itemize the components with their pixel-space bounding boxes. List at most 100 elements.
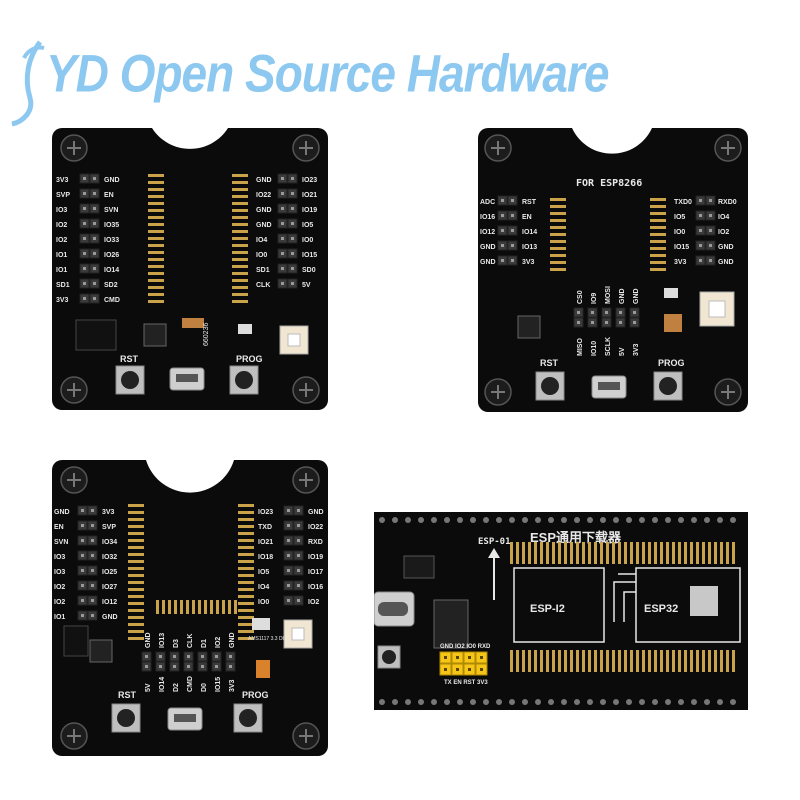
- header-pin-tip: [81, 569, 84, 572]
- header-pin-tip: [145, 665, 148, 668]
- usb-c-port[interactable]: [374, 591, 415, 627]
- pin-label: MISO: [577, 338, 584, 356]
- prog-button[interactable]: [229, 365, 259, 395]
- header-pin-tip: [81, 614, 84, 617]
- spring-pin: [600, 650, 603, 672]
- watermark-swirl-icon: [11, 40, 45, 127]
- esp12-label: ESP-I2: [530, 603, 565, 615]
- board-esp-universal-downloader: ESP-01 ESP通用下载器 GND IO2 IO0 RXD TX EN RS…: [374, 512, 748, 710]
- chip-code: 660236: [203, 323, 210, 346]
- header-pin-tip: [291, 177, 294, 180]
- pin-label: IO15: [215, 677, 222, 692]
- socket-pins-left: [550, 198, 566, 271]
- socket-pins-right: [650, 198, 666, 271]
- spring-pin: [732, 542, 735, 564]
- pin-label: GND: [718, 259, 734, 266]
- pin-hole: [444, 517, 450, 523]
- pin-hole: [730, 699, 736, 705]
- spring-pin: [720, 542, 723, 564]
- micro-usb-port[interactable]: [169, 367, 205, 391]
- header-pin-tip: [699, 259, 702, 262]
- reset-button[interactable]: [377, 645, 401, 669]
- pin-label: RXD: [308, 539, 323, 546]
- spring-pin: [648, 542, 651, 564]
- spring-pin: [708, 650, 711, 672]
- header-pin-tip: [91, 524, 94, 527]
- pin-label: IO2: [54, 584, 65, 591]
- rst-button[interactable]: [115, 365, 145, 395]
- pin-label: 3V3: [56, 297, 69, 304]
- pin-label: SCLK: [605, 337, 612, 356]
- spring-pin: [534, 650, 537, 672]
- header-pin-tip: [297, 584, 300, 587]
- yellow-header-hole: [468, 668, 471, 671]
- pin-hole: [470, 517, 476, 523]
- header-pin-tip: [91, 584, 94, 587]
- spring-pin: [232, 279, 248, 282]
- spring-pin: [550, 254, 566, 257]
- spring-pin: [516, 650, 519, 672]
- spring-pin: [148, 181, 164, 184]
- header-pin-tip: [281, 252, 284, 255]
- spring-pin: [550, 205, 566, 208]
- pin-label: D3: [173, 639, 180, 648]
- spring-pin: [128, 609, 144, 612]
- spring-pin: [232, 265, 248, 268]
- micro-usb-port[interactable]: [591, 375, 627, 399]
- yellow-header-hole: [444, 668, 447, 671]
- header-pin-tip: [297, 509, 300, 512]
- spring-pin: [148, 174, 164, 177]
- prog-button[interactable]: [653, 371, 683, 401]
- pin-hole: [561, 517, 567, 523]
- spring-pin: [232, 174, 248, 177]
- pin-hole: [717, 517, 723, 523]
- spring-pin: [232, 244, 248, 247]
- pin-label: GND: [619, 288, 626, 304]
- spring-pin: [550, 247, 566, 250]
- pin-hole: [717, 699, 723, 705]
- spring-pin: [222, 600, 225, 614]
- spring-pin: [192, 600, 195, 614]
- spring-pin: [510, 542, 513, 564]
- usb-uart-chip: [433, 599, 469, 649]
- pin-label: IO35: [104, 222, 119, 229]
- pin-hole: [431, 699, 437, 705]
- pin-label: IO4: [718, 214, 729, 221]
- pin-label: IO3: [54, 554, 65, 561]
- header-pin-tip: [159, 665, 162, 668]
- arrow-up-icon: [488, 548, 500, 558]
- spring-pin: [148, 258, 164, 261]
- spring-pin: [708, 542, 711, 564]
- pin-label: GND: [229, 632, 236, 648]
- socket-pins-right: [232, 174, 248, 303]
- spring-pin: [654, 542, 657, 564]
- micro-usb-port[interactable]: [167, 707, 203, 731]
- prog-button[interactable]: [233, 703, 263, 733]
- header-pin-tip: [83, 252, 86, 255]
- rst-button[interactable]: [535, 371, 565, 401]
- spring-pin: [666, 650, 669, 672]
- spring-pin: [232, 209, 248, 212]
- spring-pin: [128, 574, 144, 577]
- spring-pin: [128, 560, 144, 563]
- spring-pin: [232, 230, 248, 233]
- spring-pin: [128, 595, 144, 598]
- pin-hole: [600, 699, 606, 705]
- spring-pin: [156, 600, 159, 614]
- yellow-esp01-header[interactable]: [439, 651, 488, 676]
- pin-label: GND: [145, 632, 152, 648]
- pin-hole: [665, 517, 671, 523]
- header-left: [77, 505, 98, 621]
- header-pin-tip: [297, 539, 300, 542]
- spring-pin: [128, 504, 144, 507]
- spring-pin: [148, 209, 164, 212]
- header-pin-tip: [591, 311, 594, 314]
- header-pin-tip: [577, 311, 580, 314]
- spring-pin: [550, 233, 566, 236]
- yellow-header-hole: [456, 668, 459, 671]
- header-bottom: [573, 307, 640, 328]
- rst-button[interactable]: [111, 703, 141, 733]
- spring-pin: [650, 261, 666, 264]
